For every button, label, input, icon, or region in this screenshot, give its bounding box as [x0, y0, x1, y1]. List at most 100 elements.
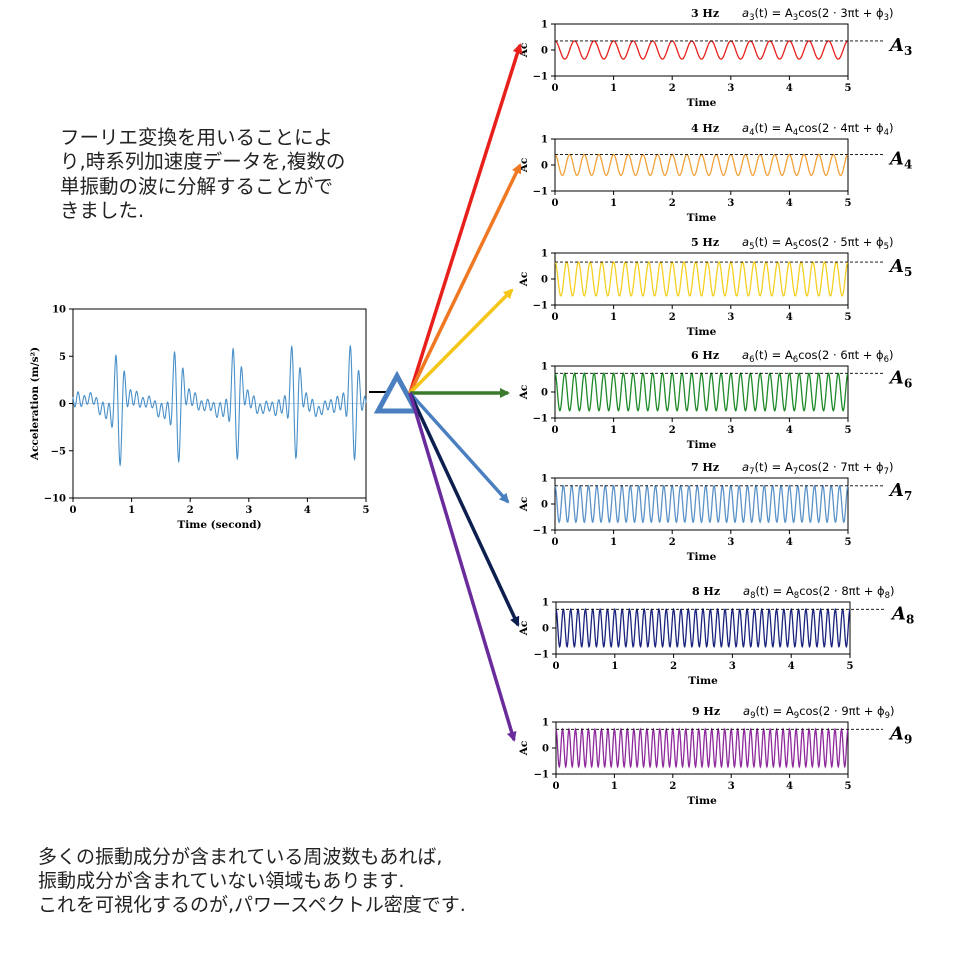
x-tick-label: 0	[552, 312, 559, 323]
y-tick-label: 0	[59, 399, 66, 410]
intro-line: きました.	[60, 199, 145, 223]
frequency-title: 9 Hz	[692, 705, 720, 718]
frequency-title: 3 Hz	[691, 7, 719, 20]
prism-triangle	[373, 370, 421, 414]
x-tick-label: 0	[70, 505, 77, 516]
x-tick-label: 4	[786, 425, 793, 436]
x-axis-label: Time	[687, 212, 717, 224]
x-tick-label: 5	[845, 781, 852, 792]
y-tick-label: −1	[533, 187, 548, 198]
x-tick-label: 5	[845, 537, 852, 548]
x-tick-label: 5	[845, 83, 852, 94]
x-tick-label: 4	[786, 781, 793, 792]
x-tick-label: 3	[245, 505, 252, 516]
x-tick-label: 0	[552, 537, 559, 548]
outro-text: 多くの振動成分が含まれている周波数もあれば, 振動成分が含まれていない領域もあり…	[38, 846, 466, 917]
x-tick-label: 0	[553, 661, 560, 672]
y-axis-label: Ac	[518, 741, 530, 757]
outro-line: 振動成分が含まれていない領域もあります.	[38, 869, 405, 892]
x-tick-label: 4	[786, 537, 793, 548]
x-tick-label: 1	[610, 425, 617, 436]
arrow-8hz	[408, 392, 520, 627]
x-axis-label: Time	[687, 97, 717, 109]
wave-series-line	[554, 40, 849, 60]
wave-equation: a5(t) = A5cos(2 · 5πt + ϕ5)	[742, 235, 894, 252]
amplitude-label: A7	[888, 480, 912, 503]
outro-line: これを可視化するのが,パワースペクトル密度です.	[38, 893, 466, 916]
x-tick-label: 0	[552, 425, 559, 436]
amplitude-label: A6	[888, 367, 912, 390]
x-tick-label: 1	[610, 198, 617, 209]
x-tick-label: 0	[552, 198, 559, 209]
x-axis-label: Time	[688, 675, 718, 687]
arrow-9hz	[408, 392, 517, 742]
y-tick-label: 1	[541, 474, 548, 485]
intro-line: り,時系列加速度データを,複数の	[60, 150, 346, 174]
x-tick-label: 0	[552, 83, 559, 94]
y-axis-label: Acceleration (m/s²)	[29, 347, 41, 461]
y-axis-label: Ac	[518, 497, 530, 513]
intro-line: フーリエ変換を用いることによ	[60, 126, 334, 149]
intro-line: 単振動の波に分解することがで	[60, 174, 334, 198]
amplitude-label: A8	[890, 603, 914, 626]
y-tick-label: 0	[542, 744, 549, 755]
y-tick-label: −1	[534, 770, 549, 781]
y-tick-label: 1	[542, 598, 549, 609]
y-tick-label: 1	[541, 135, 548, 146]
amplitude-label: A3	[888, 35, 912, 58]
x-tick-label: 2	[669, 83, 676, 94]
intro-text: フーリエ変換を用いることによ り,時系列加速度データを,複数の 単振動の波に分解…	[60, 126, 410, 224]
y-axis-label: Ac	[518, 385, 530, 401]
x-tick-label: 4	[786, 312, 793, 323]
x-tick-label: 4	[788, 661, 795, 672]
x-tick-label: 2	[669, 781, 676, 792]
y-tick-label: −10	[44, 494, 66, 505]
wave-equation: a7(t) = A7cos(2 · 7πt + ϕ7)	[742, 460, 894, 477]
x-tick-label: 2	[669, 537, 676, 548]
x-tick-label: 1	[610, 312, 617, 323]
x-tick-label: 3	[727, 83, 734, 94]
frequency-title: 8 Hz	[692, 585, 720, 598]
y-tick-label: 1	[541, 20, 548, 31]
amplitude-label: A9	[888, 723, 912, 746]
x-axis-label: Time (second)	[177, 519, 261, 531]
x-tick-label: 5	[845, 425, 852, 436]
x-tick-label: 3	[727, 198, 734, 209]
outro-line: 多くの振動成分が含まれている周波数もあれば,	[38, 846, 443, 868]
x-tick-label: 1	[610, 537, 617, 548]
y-tick-label: 0	[541, 275, 548, 286]
wave-series-line	[554, 484, 849, 524]
y-tick-label: 1	[542, 718, 549, 729]
amplitude-label: A4	[888, 149, 912, 172]
x-tick-label: 3	[729, 661, 736, 672]
wave-series-line	[554, 261, 849, 297]
x-tick-label: 3	[727, 425, 734, 436]
y-tick-label: 10	[52, 305, 66, 316]
y-tick-label: 0	[541, 46, 548, 57]
x-tick-label: 2	[669, 312, 676, 323]
y-tick-label: 5	[59, 352, 66, 363]
y-tick-label: 0	[541, 388, 548, 399]
x-tick-label: 4	[786, 83, 793, 94]
x-tick-label: 3	[727, 537, 734, 548]
wave-equation: a8(t) = A8cos(2 · 8πt + ϕ8)	[743, 584, 895, 601]
arrow-4hz	[408, 163, 522, 394]
frequency-title: 6 Hz	[691, 349, 719, 362]
x-tick-label: 2	[187, 505, 194, 516]
y-tick-label: 0	[542, 624, 549, 635]
y-axis-label: Ac	[518, 621, 530, 637]
y-tick-label: −1	[533, 72, 548, 83]
wave-equation: a3(t) = A3cos(2 · 3πt + ϕ3)	[742, 6, 894, 23]
x-axis-label: Time	[687, 439, 717, 451]
arrow-5hz	[408, 288, 514, 395]
x-tick-label: 1	[611, 661, 618, 672]
x-tick-label: 1	[610, 83, 617, 94]
